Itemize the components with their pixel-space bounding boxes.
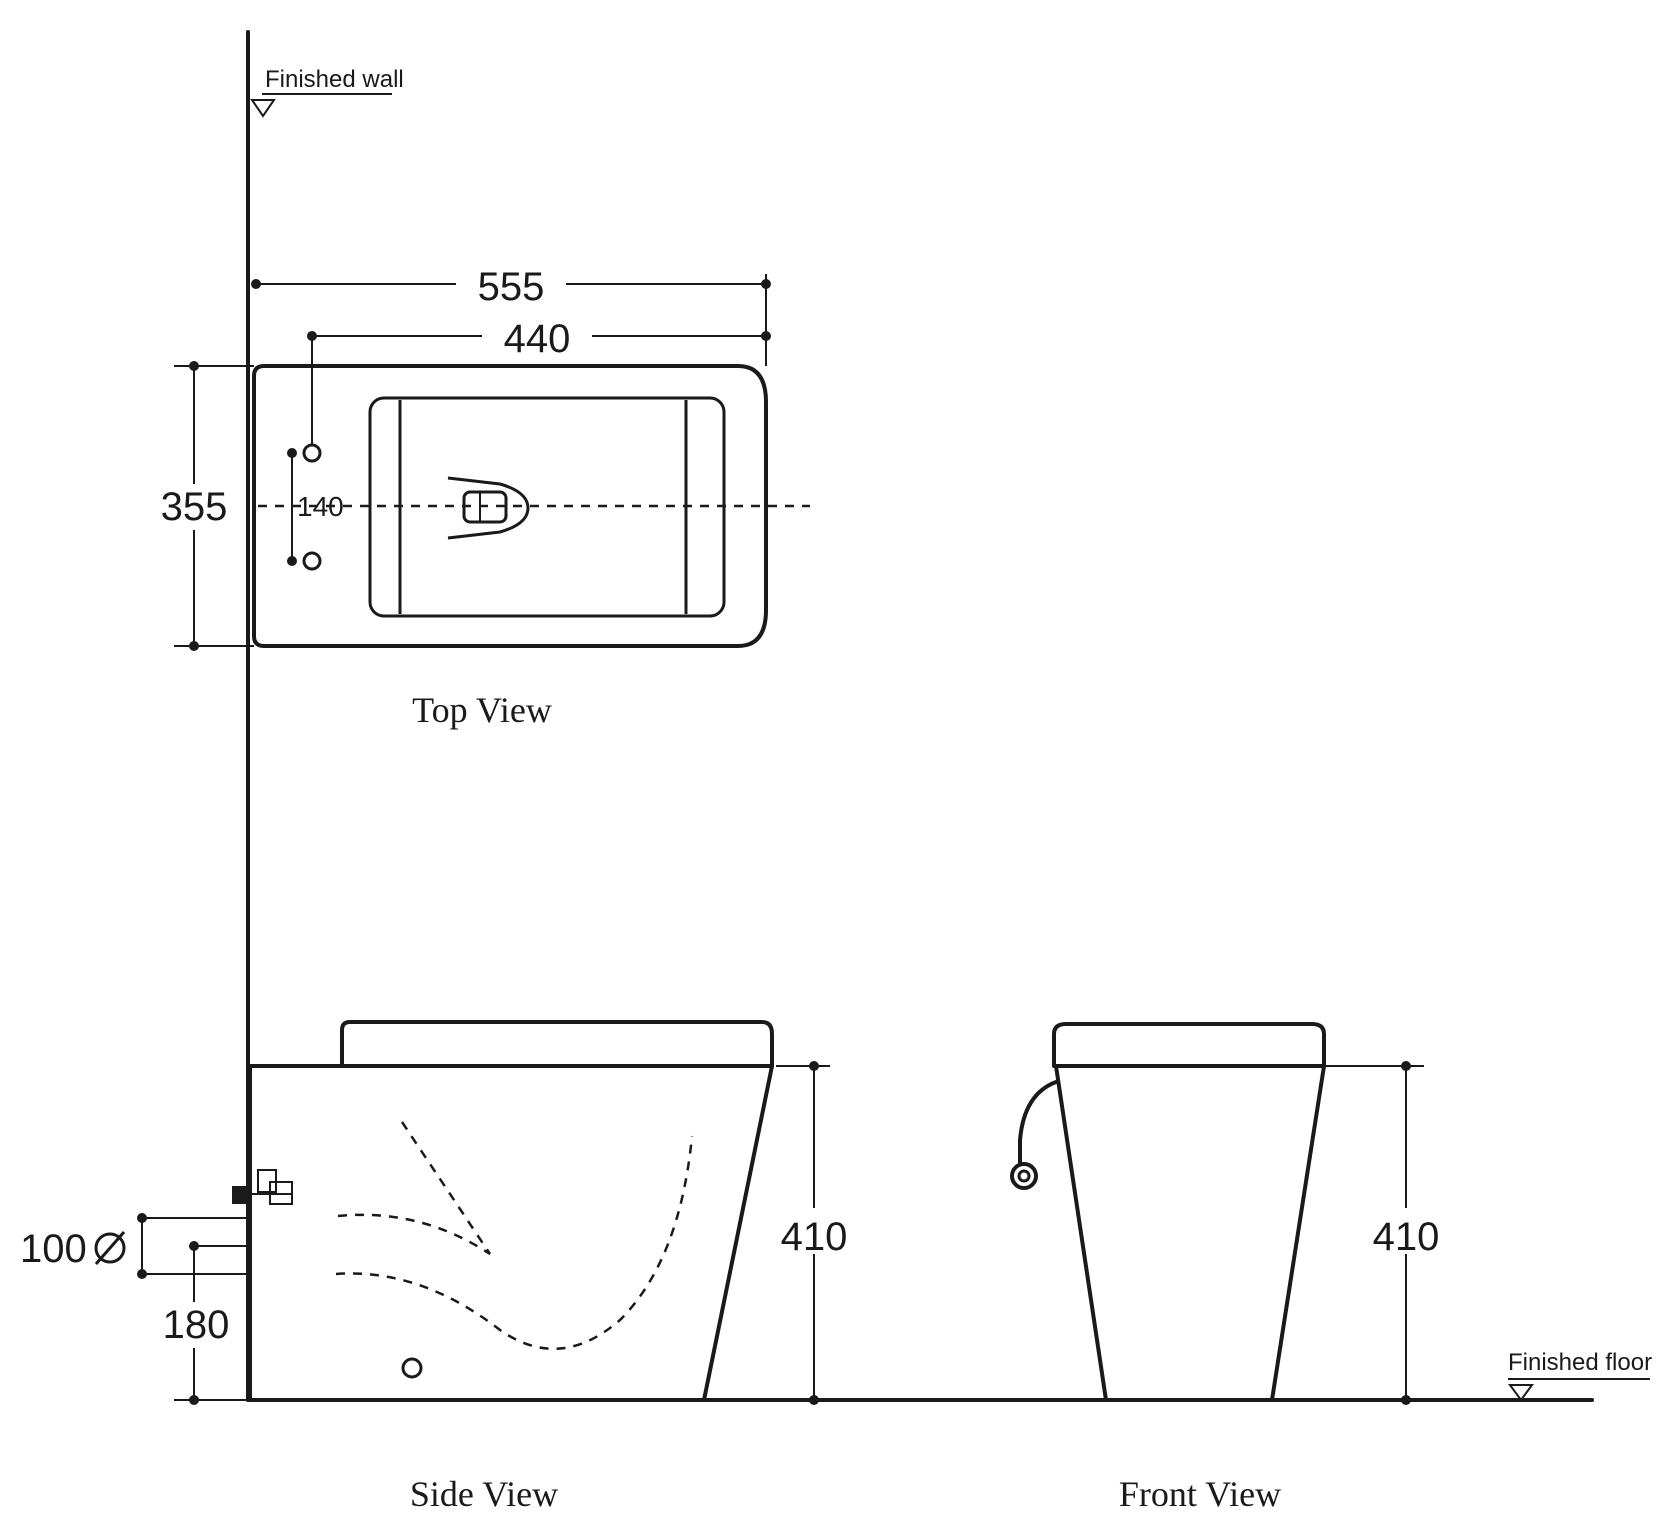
side-view: 100 180 410 Side View	[20, 1020, 848, 1514]
top-view: 140 555 440 355 Top View	[161, 265, 810, 730]
front-view: 410 Front View	[1010, 1022, 1440, 1514]
height-side-dimension: 410	[781, 1215, 848, 1259]
finished-floor-label: Finished floor	[1508, 1349, 1652, 1376]
overall-length-dimension: 555	[478, 265, 545, 309]
side-view-caption: Side View	[410, 1474, 558, 1514]
width-dimension: 355	[161, 485, 228, 529]
height-front-dimension: 410	[1373, 1215, 1440, 1259]
outlet-height-dimension: 180	[163, 1303, 230, 1347]
outlet-to-front-dimension: 440	[504, 317, 571, 361]
front-view-caption: Front View	[1119, 1474, 1281, 1514]
finished-floor: Finished floor	[246, 1349, 1652, 1402]
bolt-spacing-dimension: 140	[297, 491, 344, 522]
finished-wall-label: Finished wall	[265, 66, 404, 93]
top-view-caption: Top View	[412, 690, 552, 730]
diameter-symbol-icon	[94, 1231, 126, 1265]
outlet-diameter-dimension: 100	[20, 1227, 87, 1271]
